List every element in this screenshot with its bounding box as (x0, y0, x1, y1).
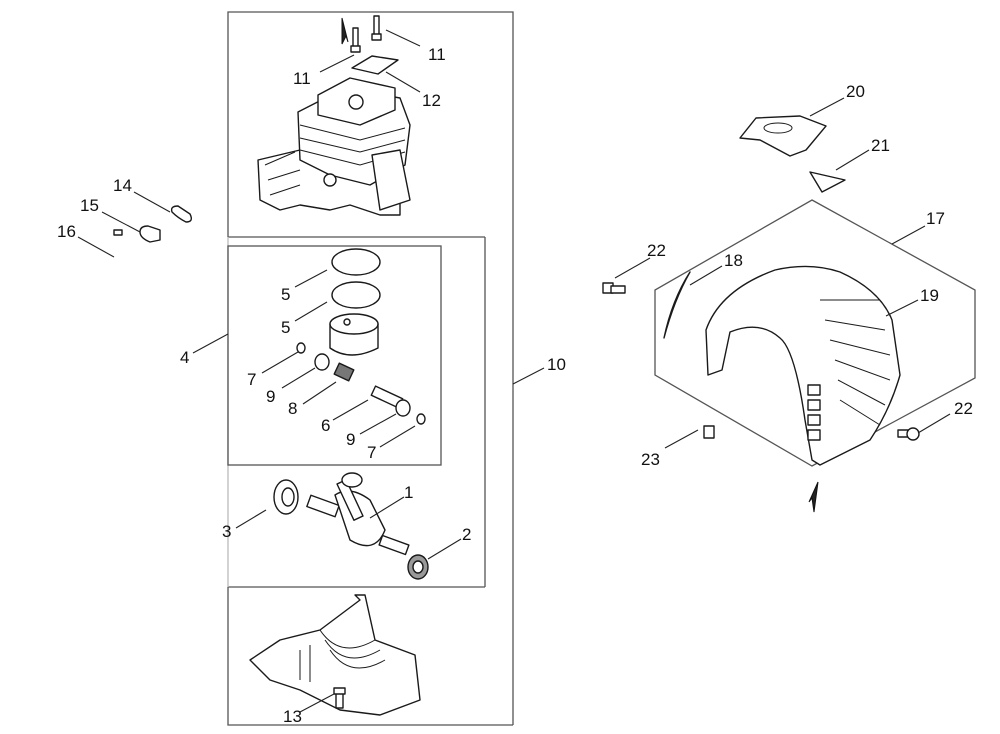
direction-arrow-icon (341, 17, 349, 45)
fan-cover-19 (705, 265, 901, 466)
callout-8: 8 (288, 399, 297, 418)
callout-22: 22 (954, 399, 973, 418)
callout-6: 6 (321, 416, 330, 435)
screw-16 (113, 229, 123, 236)
circlip-7a (296, 342, 306, 354)
callout-11: 11 (428, 45, 446, 64)
piston-ring-upper (331, 248, 381, 276)
callout-16: 16 (57, 222, 76, 241)
top-cover-slot (763, 122, 793, 134)
callout-5: 5 (281, 318, 290, 337)
callout-10: 10 (547, 355, 566, 374)
callout-labels: 11 11 12 14 15 16 4 5 5 7 9 8 6 9 7 10 1… (57, 45, 973, 726)
label-21 (809, 171, 846, 193)
oil-seal-3 (273, 479, 299, 515)
callout-2: 2 (462, 525, 471, 544)
callout-7: 7 (247, 370, 256, 389)
callout-7: 7 (367, 443, 376, 462)
washer-9a (314, 353, 330, 371)
callout-19: 19 (920, 286, 939, 305)
needle-bearing-8 (333, 362, 355, 382)
fan-cover-assembly-frame (654, 199, 976, 467)
plate-12 (351, 55, 399, 75)
callout-17: 17 (926, 209, 945, 228)
cylinder-drawing (257, 77, 411, 216)
bolt-11a (350, 27, 361, 53)
bearing-2 (407, 554, 429, 580)
piston (329, 313, 379, 356)
circlip-7b (416, 413, 426, 425)
bolt-22b (897, 427, 920, 441)
callout-12: 12 (422, 91, 441, 110)
crankshaft-1 (306, 472, 410, 556)
callout-9: 9 (346, 430, 355, 449)
leader-lines (77, 29, 951, 713)
crankcase-drawing (249, 594, 421, 716)
direction-arrow-icon (808, 481, 819, 513)
callout-23: 23 (641, 450, 660, 469)
callout-9: 9 (266, 387, 275, 406)
callout-22: 22 (647, 241, 666, 260)
callout-11: 11 (293, 69, 311, 88)
tab-14 (170, 205, 193, 223)
decal-18 (663, 271, 691, 339)
washer-9b (395, 399, 411, 417)
callout-21: 21 (871, 136, 890, 155)
bracket-15 (139, 225, 161, 243)
callout-13: 13 (283, 707, 302, 726)
callout-3: 3 (222, 522, 231, 541)
piston-ring-lower (331, 281, 381, 309)
callout-1: 1 (404, 483, 413, 502)
crankcase-bolt-13 (333, 687, 346, 709)
bolt-22a (602, 282, 626, 294)
callout-4: 4 (180, 348, 189, 367)
callout-14: 14 (113, 176, 132, 195)
callout-18: 18 (724, 251, 743, 270)
piston-kit-frame (227, 245, 442, 466)
callout-20: 20 (846, 82, 865, 101)
pad-23 (703, 425, 715, 439)
callout-5: 5 (281, 285, 290, 304)
callout-15: 15 (80, 196, 99, 215)
bolt-11b (371, 15, 382, 41)
top-cover-20 (739, 115, 827, 157)
